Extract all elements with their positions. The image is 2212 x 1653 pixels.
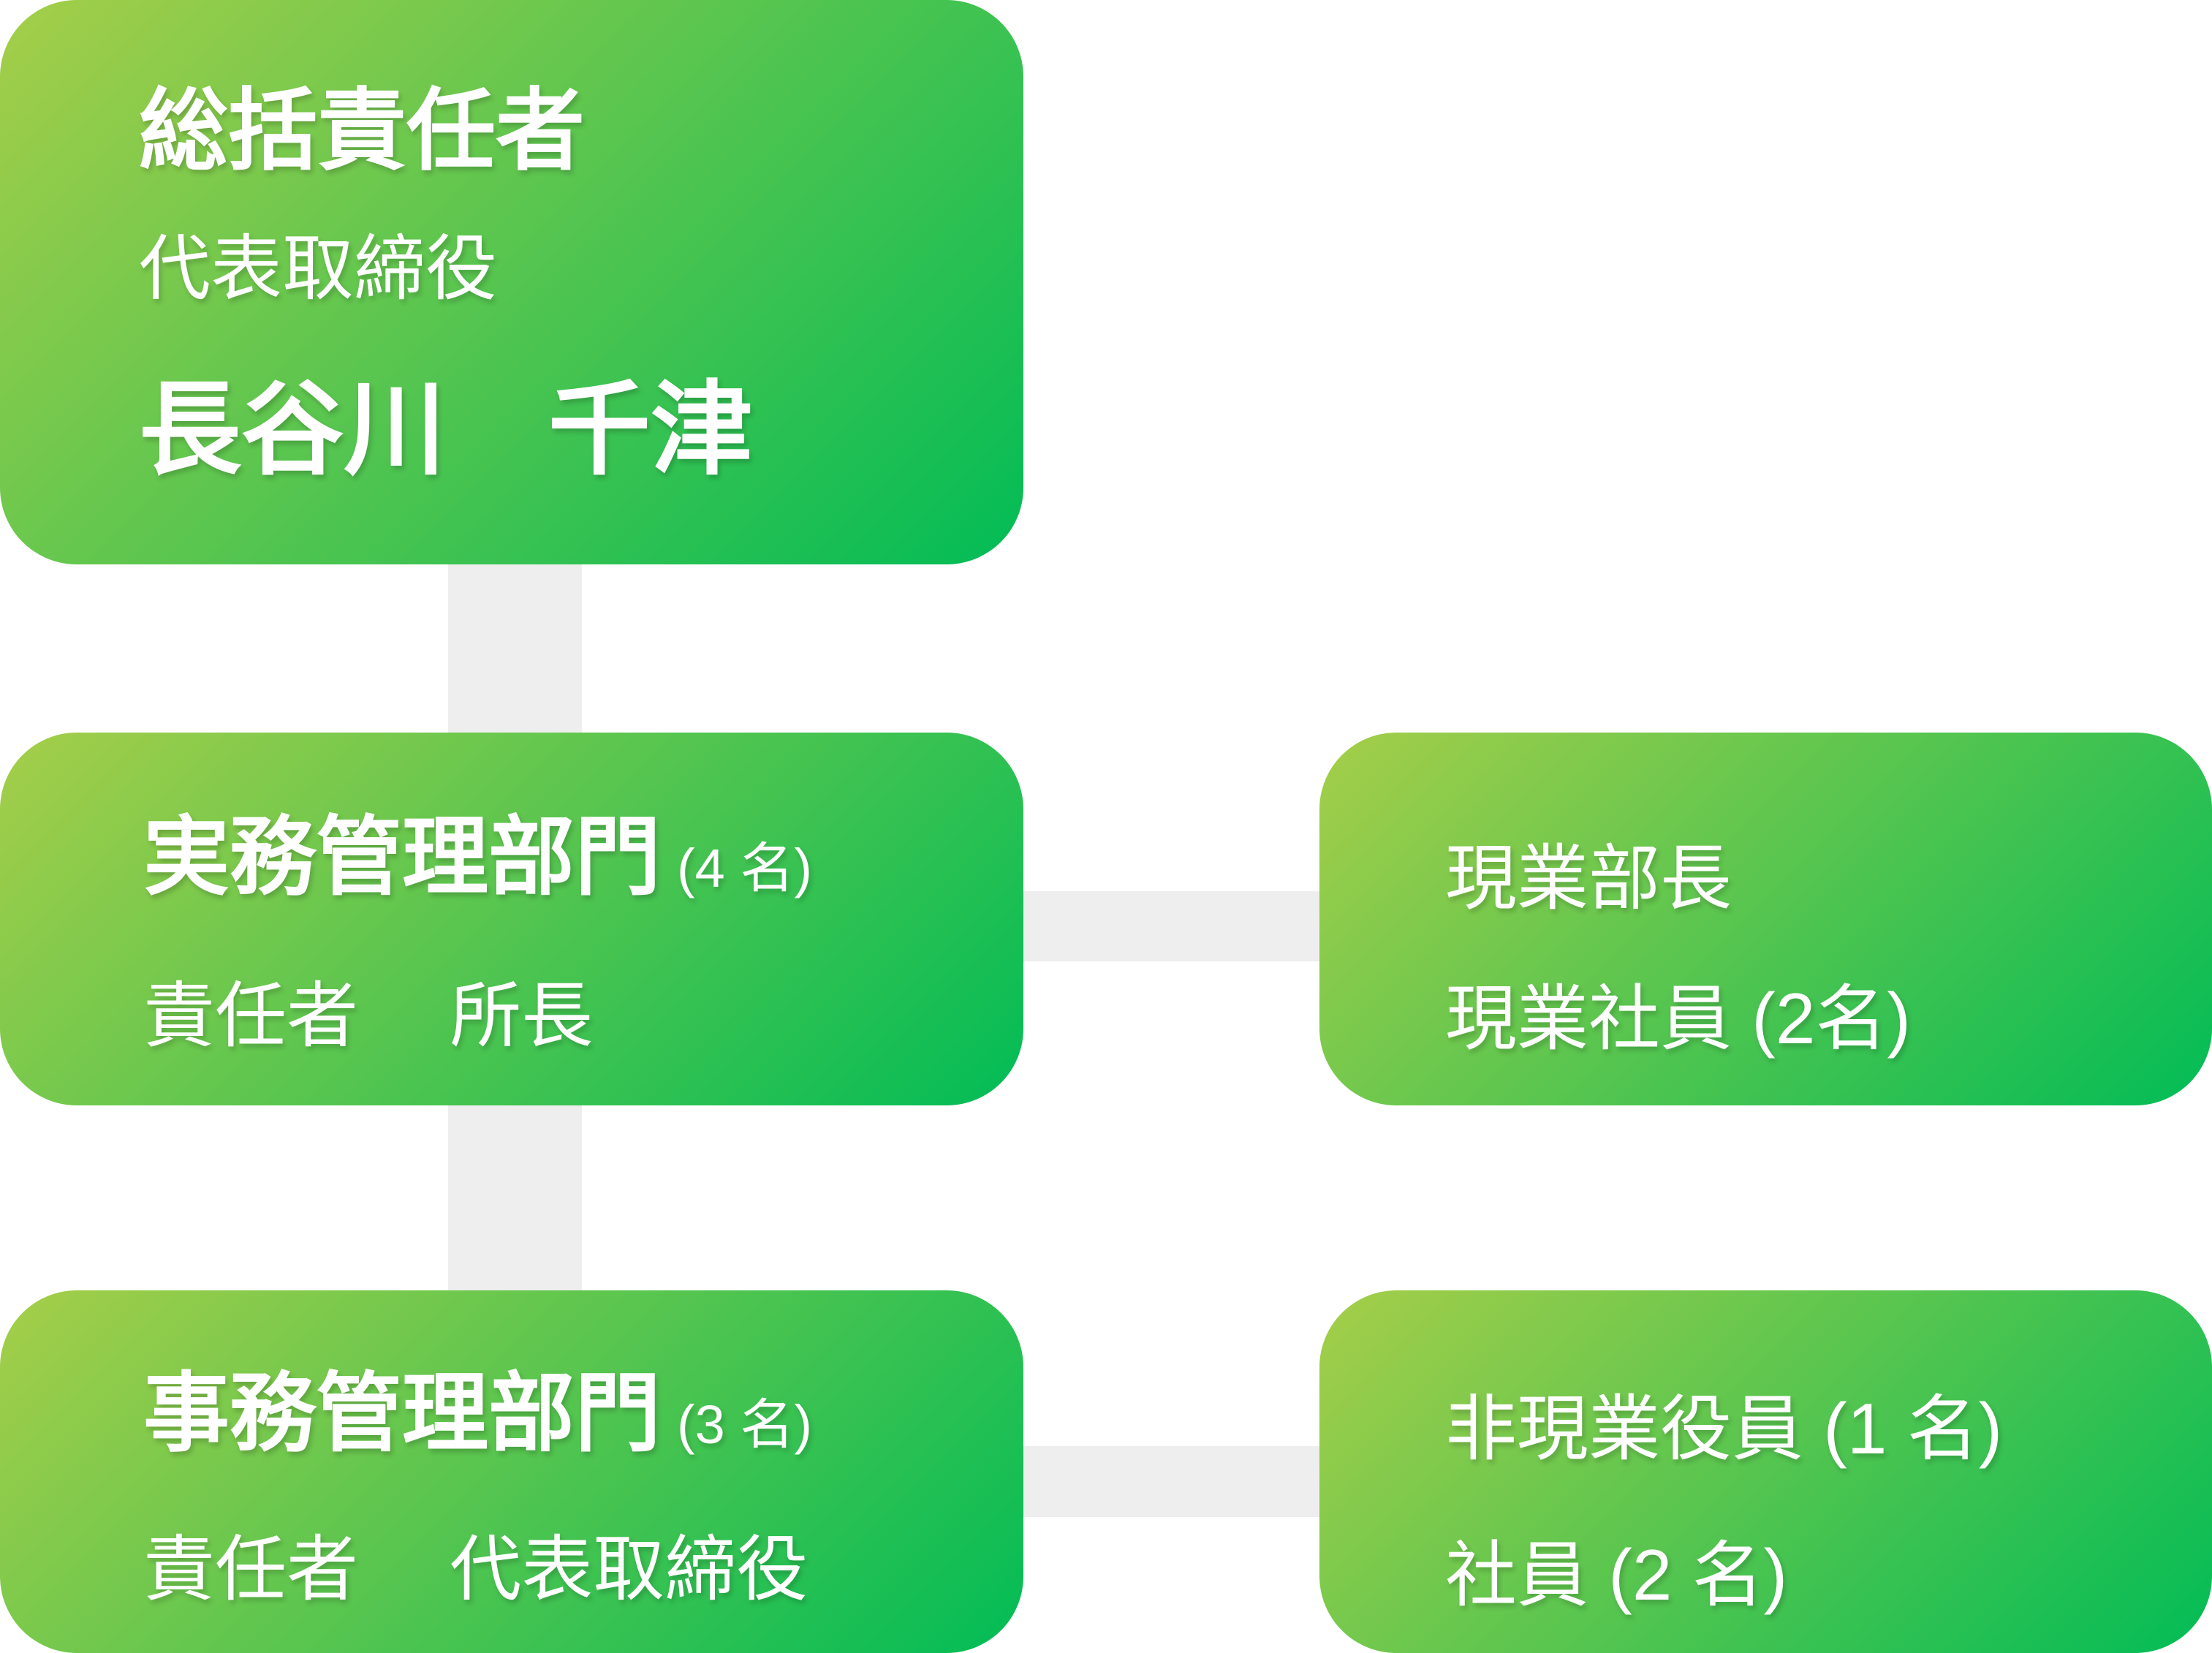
operations-dept-headcount: (4 名) [677, 838, 813, 899]
box-field-staff: 現業部長 現業社員 (2名) [1319, 733, 2212, 1105]
operations-dept-title-row: 実務管理部門 (4 名) [143, 814, 812, 901]
connector-middle-to-bottom [448, 1105, 582, 1290]
office-employees-label: 社員 (2 名) [1445, 1535, 1788, 1615]
general-manager-role: 代表取締役 [139, 228, 498, 309]
connector-middle-left-to-right [1009, 891, 1323, 961]
admin-dept-title: 事務管理部門 [143, 1366, 662, 1462]
box-office-staff: 非現業役員 (1 名) 社員 (2 名) [1319, 1290, 2212, 1653]
field-director-label: 現業部長 [1445, 838, 1732, 918]
non-field-officers-label: 非現業役員 (1 名) [1445, 1388, 2003, 1469]
connector-top-to-middle [448, 564, 582, 733]
box-general-manager: 総括責任者 代表取締役 長谷川 千津 [0, 0, 1023, 564]
operations-dept-manager: 責任者 所長 [143, 975, 594, 1056]
connector-bottom-left-to-right [1009, 1446, 1323, 1517]
admin-dept-headcount: (3 名) [677, 1394, 813, 1455]
field-employees-label: 現業社員 (2名) [1445, 978, 1912, 1059]
operations-dept-title: 実務管理部門 [143, 809, 662, 906]
general-manager-name: 長谷川 千津 [139, 372, 754, 487]
box-administrative-management-dept: 事務管理部門 (3 名) 責任者 代表取締役 [0, 1290, 1023, 1653]
admin-dept-manager: 責任者 代表取締役 [143, 1529, 808, 1609]
admin-dept-title-row: 事務管理部門 (3 名) [143, 1371, 812, 1457]
box-operations-management-dept: 実務管理部門 (4 名) 責任者 所長 [0, 733, 1023, 1105]
general-manager-title: 総括責任者 [139, 81, 585, 181]
